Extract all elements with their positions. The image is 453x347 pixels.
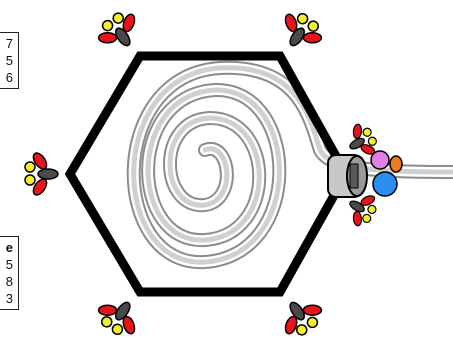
vertex-subunit-left [25, 151, 58, 197]
ball-pink [371, 151, 389, 169]
vertex-subunit-bottom-left [91, 290, 148, 344]
portal-complex [328, 151, 402, 197]
ball-blue [373, 172, 397, 196]
genome-spiral [134, 68, 453, 262]
ball-orange [390, 156, 402, 172]
vertex-subunit-top-left [91, 5, 148, 59]
vertex-subunit-bottom-right [272, 290, 329, 344]
vertex-subunit-top-right [272, 5, 329, 59]
